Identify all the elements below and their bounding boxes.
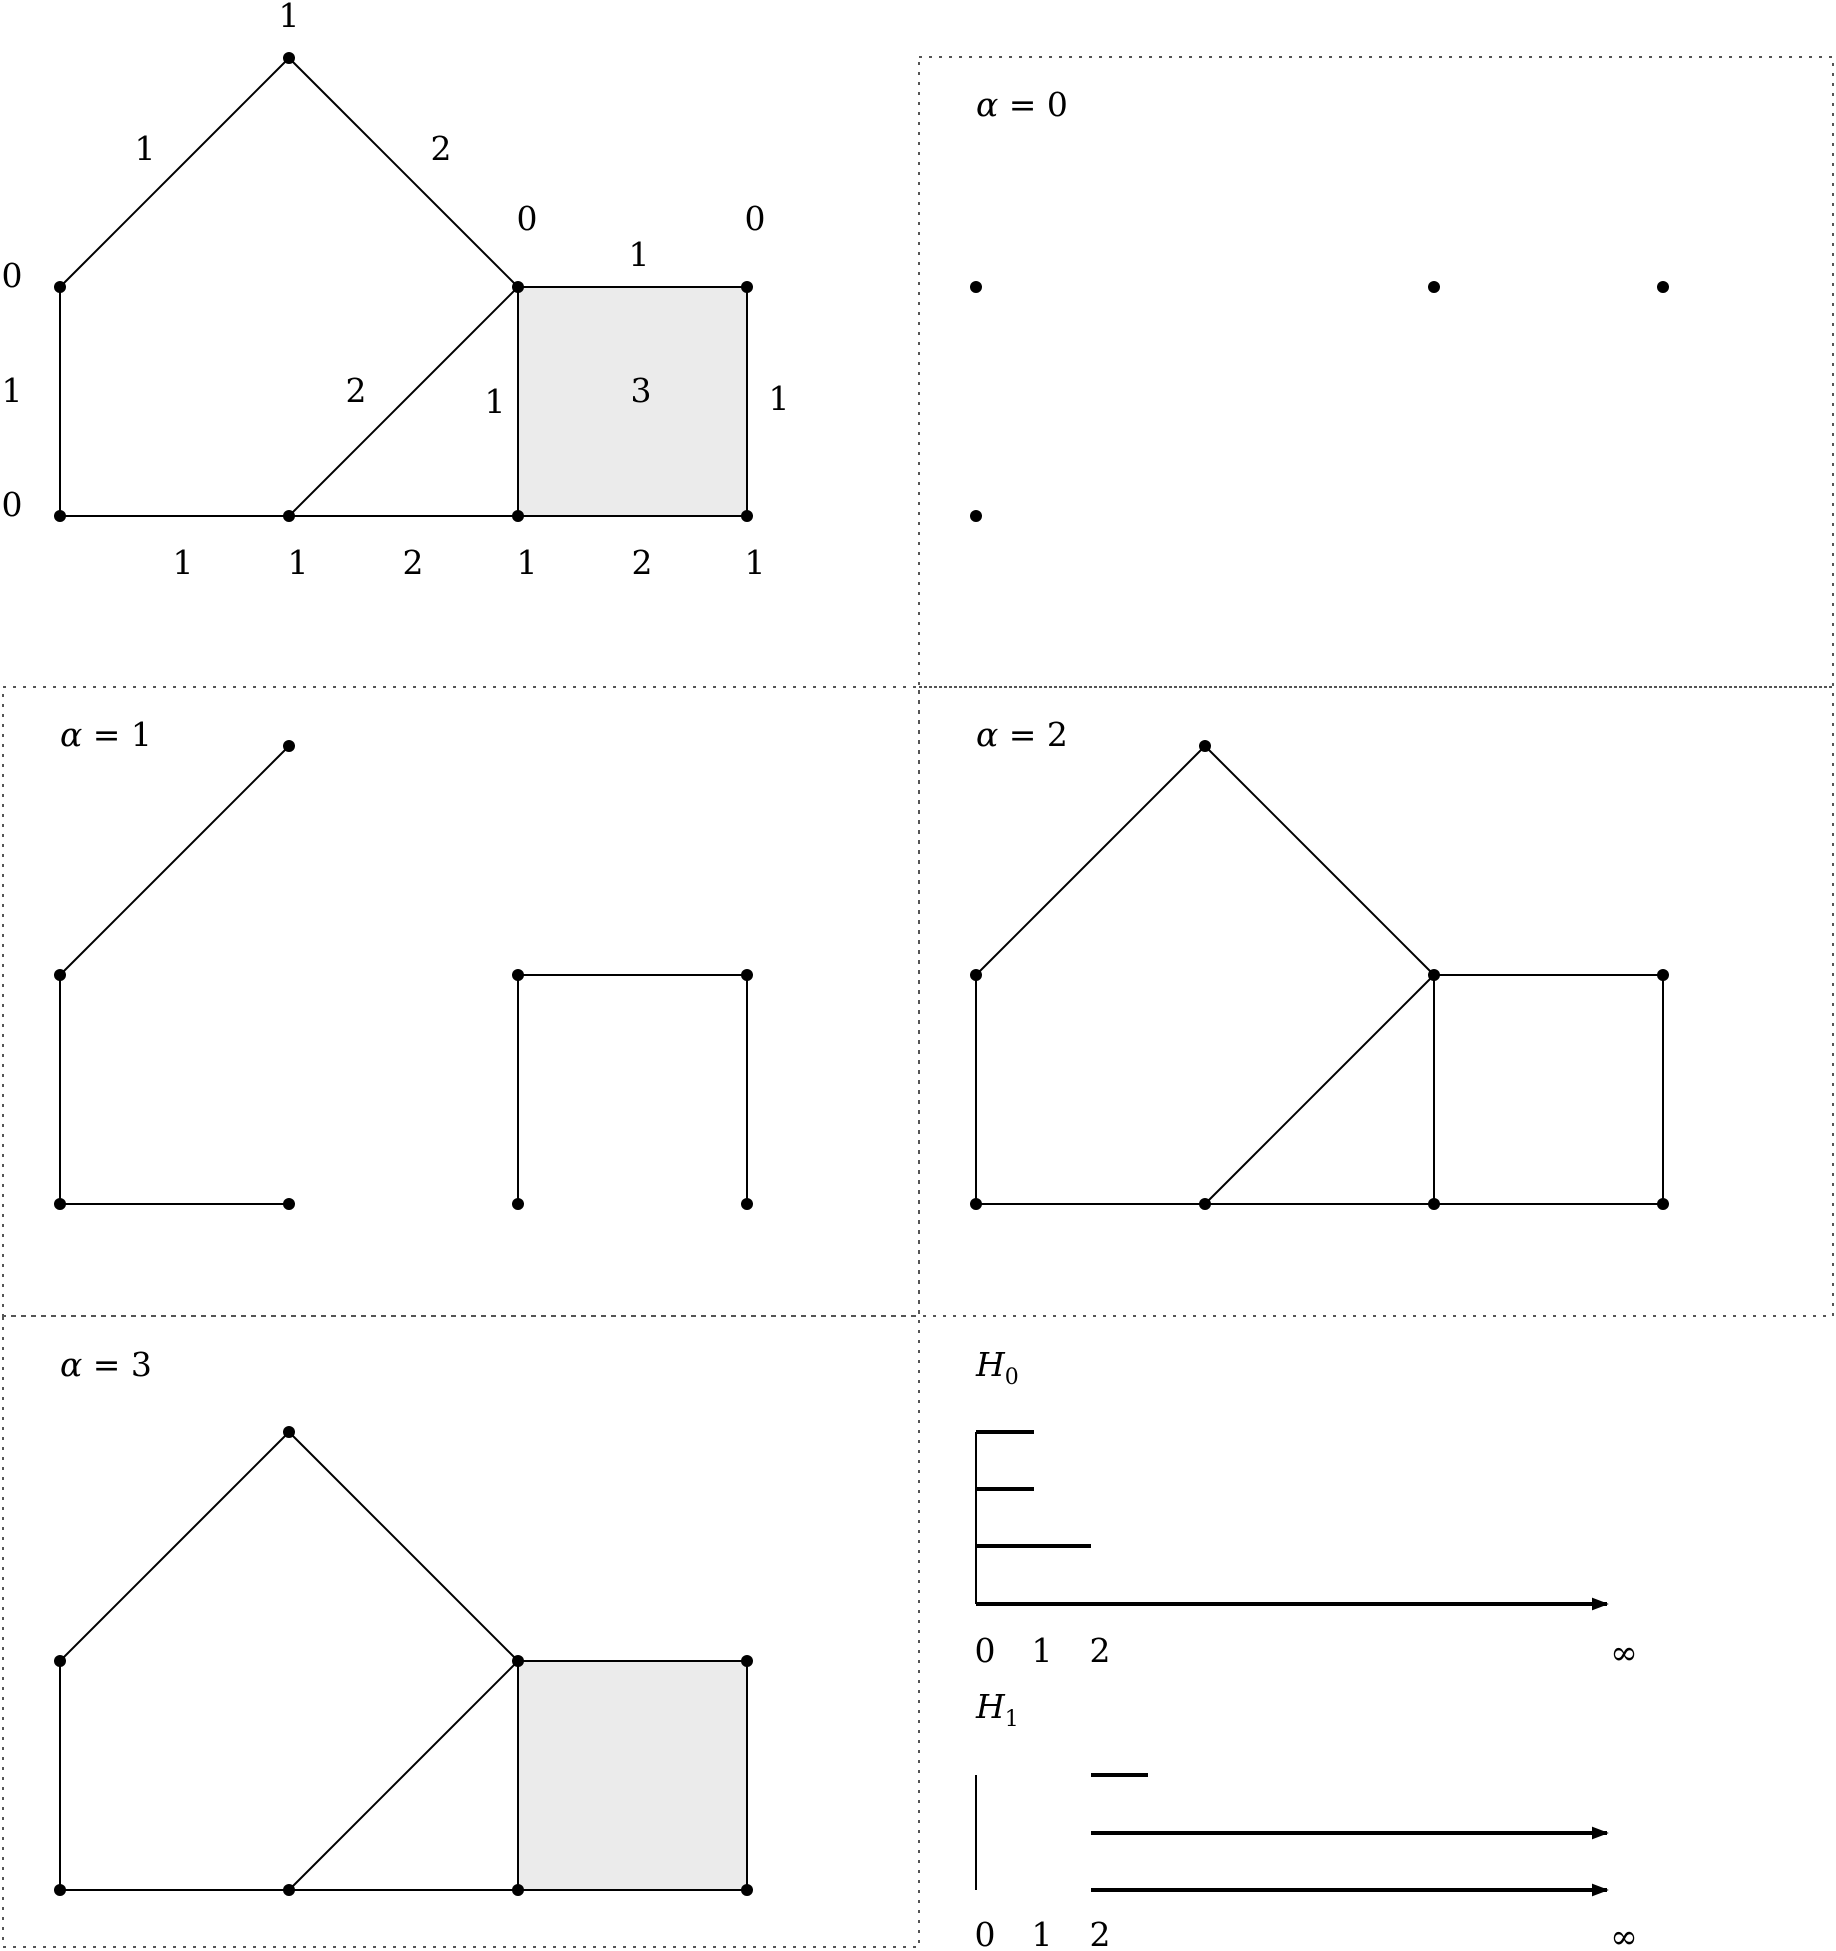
panel-alpha-1-frame <box>2 686 920 1317</box>
vertex <box>741 1884 753 1896</box>
vertex <box>54 510 66 522</box>
face-value: 3 <box>631 371 652 410</box>
edge-value: 1 <box>135 129 156 168</box>
barcode-title: H0 <box>975 1345 1019 1390</box>
panel-alpha-0-frame <box>918 56 1834 688</box>
panel-alpha-1: α = 1 <box>54 715 753 1210</box>
edge <box>975 745 1206 976</box>
edge-value: 1 <box>2 371 23 410</box>
panel-alpha-2-frame <box>918 686 1834 1317</box>
vertex <box>1657 281 1669 293</box>
barcode-tick: 0 <box>975 1631 996 1670</box>
panel-label: α = 2 <box>976 715 1068 754</box>
barcode-tick: 2 <box>1090 1631 1111 1670</box>
panel-alpha-2: α = 2 <box>970 715 1669 1210</box>
vertex <box>283 52 295 64</box>
edge-value: 1 <box>769 379 790 418</box>
shaded-square-face <box>518 1661 747 1890</box>
vertex <box>741 510 753 522</box>
edge-value: 2 <box>632 543 653 582</box>
vertex <box>283 740 295 752</box>
barcode-h1: H1 0 1 2 ∞ <box>975 1687 1638 1951</box>
vertex-value: 0 <box>517 199 538 238</box>
vertex-value: 0 <box>2 485 23 524</box>
main-graph-edges <box>59 57 748 517</box>
vertex <box>54 1655 66 1667</box>
vertex <box>512 1655 524 1667</box>
edge <box>1204 974 1435 1205</box>
edge <box>288 1431 519 1662</box>
barcode-tick: 1 <box>1032 1915 1053 1951</box>
main-graph: 1 0 0 0 0 1 1 1 1 2 1 2 1 1 1 1 2 2 3 <box>2 0 790 582</box>
barcode-infinity: ∞ <box>1610 1633 1638 1672</box>
panel-alpha-3-frame <box>2 1315 920 1948</box>
vertex <box>741 281 753 293</box>
vertex <box>54 1198 66 1210</box>
edge-value: 2 <box>403 543 424 582</box>
vertex-value: 0 <box>745 199 766 238</box>
vertex <box>970 510 982 522</box>
vertex-value: 1 <box>288 543 309 582</box>
vertex <box>741 1198 753 1210</box>
vertex <box>512 1198 524 1210</box>
vertex <box>54 281 66 293</box>
edge-value: 1 <box>173 543 194 582</box>
vertex-value: 0 <box>2 256 23 295</box>
vertex <box>283 1884 295 1896</box>
barcode-tick: 0 <box>975 1915 996 1951</box>
vertex <box>1428 969 1440 981</box>
vertex <box>970 1198 982 1210</box>
vertex <box>512 281 524 293</box>
vertex <box>283 510 295 522</box>
vertex <box>970 281 982 293</box>
edge <box>288 57 519 288</box>
vertex <box>1657 1198 1669 1210</box>
edge-value: 2 <box>346 371 367 410</box>
barcode-infinity: ∞ <box>1610 1917 1638 1951</box>
edge <box>288 286 519 517</box>
edge <box>59 1431 290 1662</box>
vertex-value: 1 <box>517 543 538 582</box>
shaded-square-face <box>518 287 747 516</box>
panel-alpha-0: α = 0 <box>970 85 1669 522</box>
barcode-title: H1 <box>975 1687 1019 1732</box>
edge <box>288 1660 519 1891</box>
vertex <box>741 969 753 981</box>
main-graph-vertices <box>54 52 753 522</box>
vertex <box>54 969 66 981</box>
panel-label: α = 3 <box>60 1345 152 1384</box>
barcode-tick: 2 <box>1090 1915 1111 1951</box>
vertex <box>1199 1198 1211 1210</box>
panel-alpha-3: α = 3 <box>54 1345 753 1896</box>
panel-frames <box>2 56 1834 1948</box>
vertex-value-labels: 1 0 0 0 0 1 1 1 <box>2 0 766 582</box>
vertex-value: 1 <box>745 543 766 582</box>
vertex <box>283 1198 295 1210</box>
edge-value: 1 <box>629 235 650 274</box>
vertex <box>970 969 982 981</box>
vertex-value: 1 <box>279 0 300 35</box>
barcode-tick: 1 <box>1032 1631 1053 1670</box>
edge <box>1204 745 1435 976</box>
edge <box>59 57 290 288</box>
edge-value: 1 <box>485 382 506 421</box>
vertex <box>1428 281 1440 293</box>
vertex <box>1199 740 1211 752</box>
vertex <box>512 510 524 522</box>
panel-label: α = 0 <box>976 85 1068 124</box>
barcode-h0: H0 0 1 2 ∞ <box>975 1345 1638 1672</box>
vertex <box>512 969 524 981</box>
vertex <box>1428 1198 1440 1210</box>
edge-value: 2 <box>431 129 452 168</box>
vertex <box>1657 969 1669 981</box>
edge-value-labels: 1 2 1 2 1 1 1 1 2 2 <box>2 129 790 582</box>
vertex <box>54 1884 66 1896</box>
panel-label: α = 1 <box>60 715 152 754</box>
vertex <box>283 1426 295 1438</box>
edge <box>59 745 290 976</box>
vertex <box>741 1655 753 1667</box>
vertex <box>512 1884 524 1896</box>
